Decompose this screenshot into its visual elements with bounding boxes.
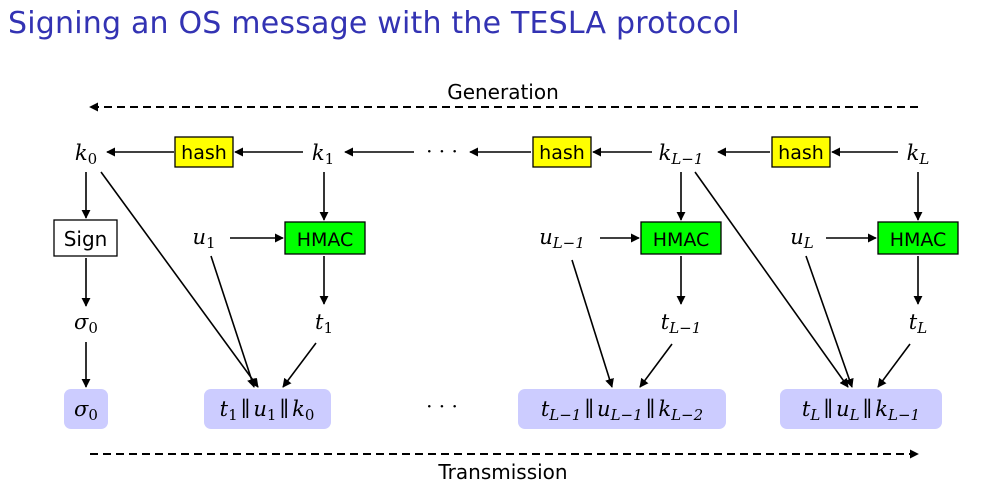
svg-text:hash: hash bbox=[778, 142, 824, 164]
message-u1: u1 bbox=[192, 225, 215, 252]
hash-box-2: hash bbox=[532, 136, 592, 168]
arrow-uL-to-packetL bbox=[805, 255, 854, 388]
packet-L: tL∥uL∥kL−1 bbox=[780, 389, 942, 429]
key-k0: k0 bbox=[75, 141, 97, 168]
arrow-k0-to-packet1 bbox=[100, 171, 259, 388]
tag-t1: t1 bbox=[315, 310, 333, 337]
page-title: Signing an OS message with the TESLA pro… bbox=[8, 6, 740, 41]
key-kL: kL bbox=[907, 141, 930, 168]
packet-sigma0: σ0 bbox=[64, 389, 108, 429]
transmission-label: Transmission bbox=[437, 460, 567, 484]
svg-text:hash: hash bbox=[539, 142, 585, 164]
signature-sigma0: σ0 bbox=[74, 310, 98, 337]
message-uLm1: uL−1 bbox=[539, 225, 585, 252]
svg-text:tL∥uL∥kL−1: tL∥uL∥kL−1 bbox=[802, 397, 920, 424]
svg-text:hash: hash bbox=[181, 142, 227, 164]
key-kLm1: kL−1 bbox=[659, 141, 704, 168]
svg-text:t1∥u1∥k0: t1∥u1∥k0 bbox=[220, 397, 315, 424]
svg-text:Sign: Sign bbox=[64, 227, 108, 251]
tag-tL: tL bbox=[909, 310, 927, 337]
svg-text:σ0: σ0 bbox=[74, 397, 98, 424]
hmac-box-2: HMAC bbox=[640, 221, 722, 255]
key-k1: k1 bbox=[312, 141, 334, 168]
svg-text:HMAC: HMAC bbox=[297, 229, 354, 251]
hash-box-3: hash bbox=[771, 136, 831, 168]
arrow-tL-to-packetL bbox=[877, 343, 911, 388]
packet-Lm1: tL−1∥uL−1∥kL−2 bbox=[518, 389, 726, 429]
ellipsis-top: · · · bbox=[426, 139, 458, 163]
arrow-kLm1-to-packetL bbox=[694, 171, 849, 388]
hmac-box-3: HMAC bbox=[877, 221, 959, 255]
packet-1: t1∥u1∥k0 bbox=[204, 389, 331, 429]
svg-text:HMAC: HMAC bbox=[653, 229, 710, 251]
svg-text:HMAC: HMAC bbox=[890, 229, 947, 251]
arrow-uLm1-to-packetLm1 bbox=[571, 259, 614, 388]
svg-text:tL−1∥uL−1∥kL−2: tL−1∥uL−1∥kL−2 bbox=[541, 397, 703, 424]
hash-box-1: hash bbox=[174, 136, 234, 168]
arrow-t1-to-packet1 bbox=[282, 342, 317, 388]
sign-box: Sign bbox=[53, 219, 118, 257]
ellipsis-bottom: · · · bbox=[426, 394, 458, 418]
tag-tLm1: tL−1 bbox=[661, 310, 702, 337]
generation-label: Generation bbox=[447, 80, 559, 104]
arrow-u1-to-packet1 bbox=[210, 255, 256, 388]
message-uL: uL bbox=[790, 225, 814, 252]
hmac-box-1: HMAC bbox=[284, 221, 366, 255]
arrow-tLm1-to-packetLm1 bbox=[639, 343, 673, 388]
